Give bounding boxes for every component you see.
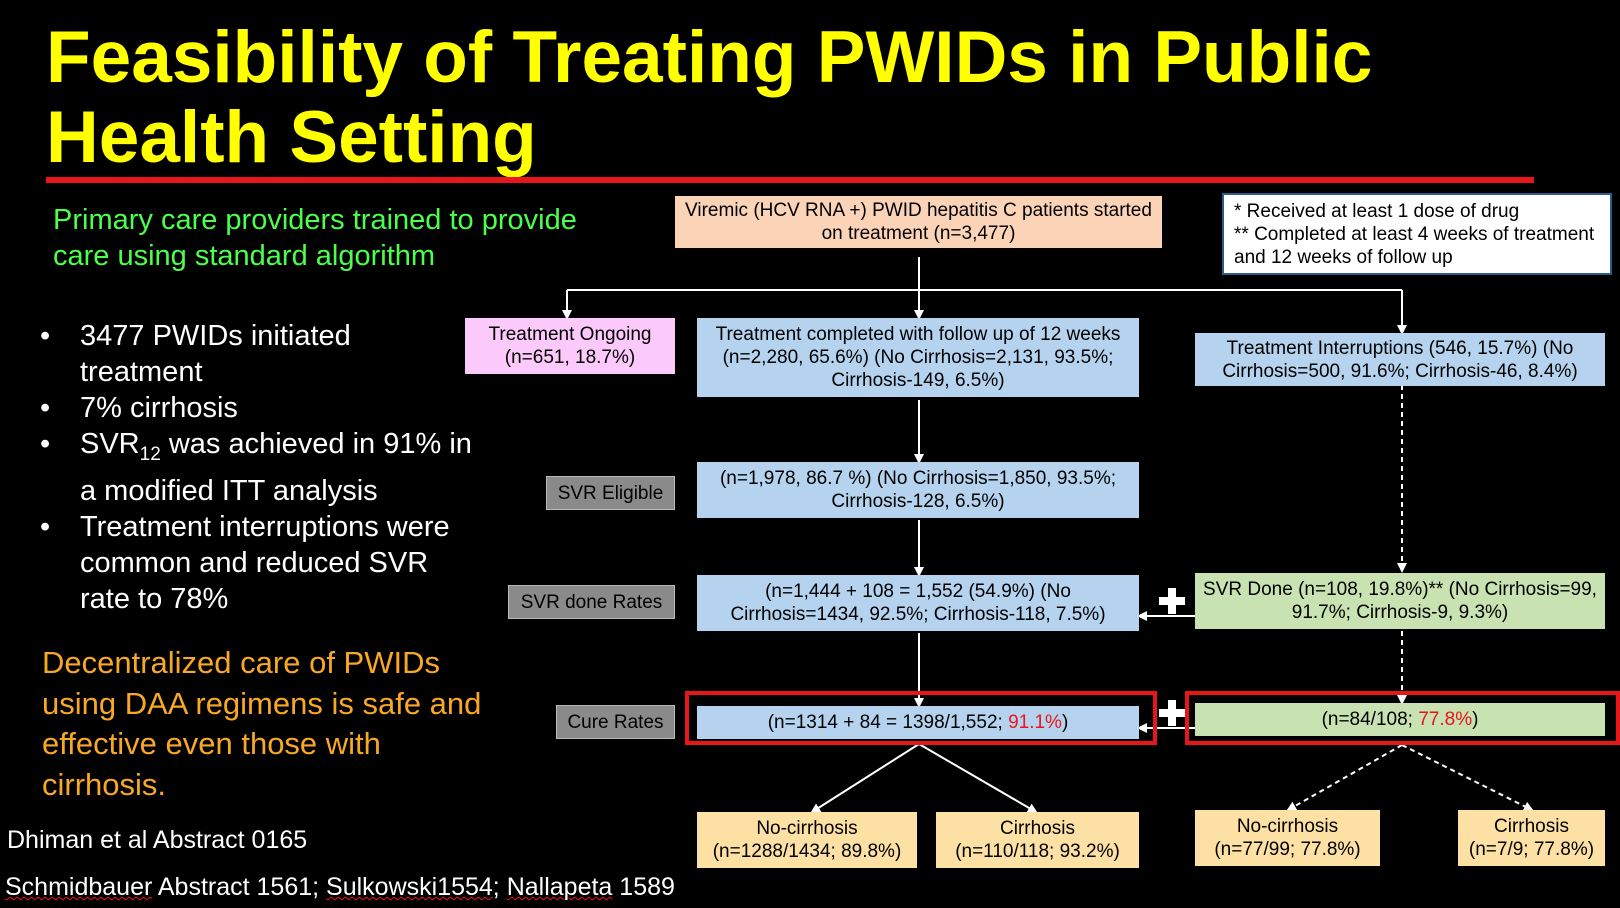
top-patients-box: Viremic (HCV RNA +) PWID hepatitis C pat… — [675, 196, 1162, 248]
key-findings-list: •3477 PWIDs initiated treatment •7% cirr… — [40, 318, 480, 617]
svr-eligible-box: (n=1,978, 86.7 %) (No Cirrhosis=1,850, 9… — [697, 462, 1139, 518]
bullet-marker: • — [40, 392, 51, 424]
cure-rates-label: Cure Rates — [556, 705, 675, 739]
footnote-two: ** Completed at least 4 weeks of treatme… — [1234, 223, 1595, 268]
svr-done-label: SVR done Rates — [508, 585, 675, 619]
cure-interruptions-highlight — [1185, 691, 1620, 745]
bullet-marker: • — [40, 428, 51, 460]
svr-eligible-label: SVR Eligible — [546, 476, 675, 510]
bullet-marker: • — [40, 510, 51, 543]
training-note: Primary care providers trained to provid… — [53, 204, 577, 272]
bullet-interruptions: •Treatment interruptions were common and… — [40, 510, 450, 615]
svr-done-interruptions-box: SVR Done (n=108, 19.8%)** (No Cirrhosis=… — [1195, 573, 1605, 629]
treatment-ongoing-box: Treatment Ongoing (n=651, 18.7%) — [465, 318, 675, 374]
bullet-initiated: •3477 PWIDs initiated treatment — [40, 320, 351, 388]
main-cirrhosis-box: Cirrhosis (n=110/118; 93.2%) — [936, 812, 1139, 868]
bullet-marker: • — [40, 320, 51, 352]
reference-dhiman: Dhiman et al Abstract 0165 — [7, 826, 308, 854]
connector-cure-to-cirr — [918, 743, 1038, 814]
conclusion-text: Decentralized care of PWIDs using DAA re… — [42, 645, 482, 802]
bullet-svr12: •SVR12 was achieved in 91% in a modified… — [40, 428, 472, 507]
title-divider — [46, 177, 1534, 183]
connector-int-to-nocirr — [1286, 744, 1403, 811]
connector-cure-to-nocirr — [810, 743, 920, 814]
slide-title: Feasibility of Treating PWIDs in Public … — [46, 17, 1373, 178]
footnote-box: * Received at least 1 dose of drug ** Co… — [1222, 193, 1612, 275]
cure-main-percent: 91.1% — [1008, 712, 1062, 733]
bullet-cirrhosis: •7% cirrhosis — [40, 392, 238, 424]
footnote-one: * Received at least 1 dose of drug — [1234, 200, 1520, 222]
interruptions-no-cirrhosis-box: No-cirrhosis (n=77/99; 77.8%) — [1195, 810, 1380, 866]
cure-main-highlight — [685, 691, 1157, 745]
plus-icon — [1159, 588, 1185, 614]
cure-interruptions-percent: 77.8% — [1418, 709, 1473, 730]
cure-rates-box: (n=1314 + 84 = 1398/1,552; 91.1%) — [697, 706, 1139, 739]
plus-icon — [1159, 700, 1185, 726]
main-no-cirrhosis-box: No-cirrhosis (n=1288/1434; 89.8%) — [697, 812, 917, 868]
treatment-interruptions-box: Treatment Interruptions (546, 15.7%) (No… — [1195, 333, 1605, 386]
connector-int-to-cirr — [1401, 744, 1534, 811]
cure-interruptions-box: (n=84/108; 77.8%) — [1195, 703, 1605, 736]
svr-done-box: (n=1,444 + 108 = 1,552 (54.9%) (No Cirrh… — [697, 575, 1139, 631]
treatment-completed-box: Treatment completed with follow up of 12… — [697, 318, 1139, 397]
reference-others: Schmidbauer Abstract 1561; Sulkowski1554… — [5, 873, 675, 901]
interruptions-cirrhosis-box: Cirrhosis (n=7/9; 77.8%) — [1458, 810, 1605, 866]
